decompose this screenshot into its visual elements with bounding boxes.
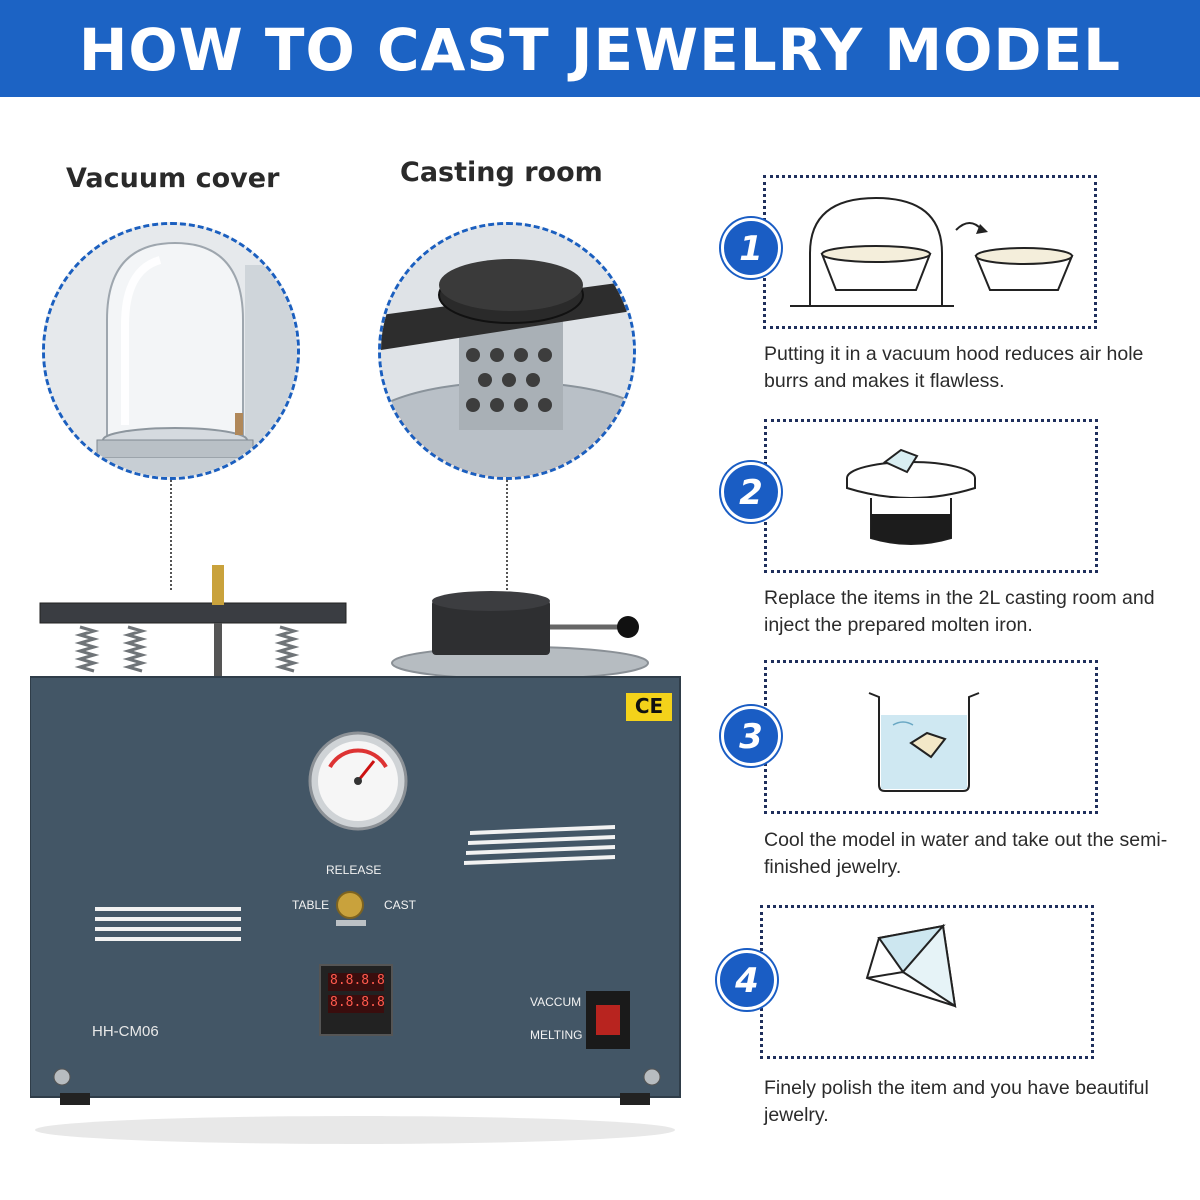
page-title: HOW TO CAST JEWELRY MODEL xyxy=(78,16,1122,84)
polished-gem-icon xyxy=(865,923,957,1009)
step-1-text: Putting it in a vacuum hood reduces air … xyxy=(764,343,1144,392)
valve-knob[interactable] xyxy=(334,889,366,929)
casting-room-label: Casting room xyxy=(400,157,603,188)
cast-label: CAST xyxy=(384,898,417,912)
step-4-text: Finely polish the item and you have beau… xyxy=(764,1077,1149,1126)
model-label: HH-CM06 xyxy=(92,1023,159,1040)
casting-room-icon xyxy=(846,448,976,545)
casting-machine-illustration xyxy=(30,565,681,1144)
vacuum-cover-label: Vacuum cover xyxy=(66,163,280,194)
casting-room-zoom xyxy=(378,222,636,480)
melting-label: MELTING xyxy=(530,1028,583,1042)
vacuum-cover-leader-line xyxy=(170,480,172,590)
step-3-badge: 3 xyxy=(721,706,781,766)
ce-mark: CE xyxy=(634,694,664,718)
vaccum-label: VACCUM xyxy=(530,995,582,1009)
step-1-badge: 1 xyxy=(721,218,781,278)
step-3-text: Cool the model in water and take out the… xyxy=(764,829,1168,878)
step-2-text: Replace the items in the 2L casting room… xyxy=(764,587,1155,636)
power-switch[interactable] xyxy=(586,991,630,1049)
temperature-display-top: 8.8.8.8 xyxy=(330,973,385,988)
step-1-illustration-box xyxy=(763,175,1097,329)
table-label: TABLE xyxy=(292,898,330,912)
step-2-badge: 2 xyxy=(721,462,781,522)
title-banner: HOW TO CAST JEWELRY MODEL xyxy=(0,0,1200,97)
step-4-badge: 4 xyxy=(717,950,777,1010)
casting-room-leader-line xyxy=(506,480,508,590)
step-2-illustration-box xyxy=(764,419,1098,573)
step-3-illustration-box xyxy=(764,660,1098,814)
water-cooling-icon xyxy=(868,692,980,792)
casting-machine: CE RELEASE TABLE CAST 8.8.8.8 8.8.8.8 HH… xyxy=(30,555,690,1165)
casting-chamber-illustration xyxy=(381,225,633,477)
vacuum-cover-zoom xyxy=(42,222,300,480)
vacuum-hood-icon xyxy=(790,196,1074,307)
temperature-display-bottom: 8.8.8.8 xyxy=(330,995,385,1010)
bell-jar-illustration xyxy=(45,225,297,477)
step-4-illustration-box xyxy=(760,905,1094,1059)
release-label: RELEASE xyxy=(326,863,382,877)
